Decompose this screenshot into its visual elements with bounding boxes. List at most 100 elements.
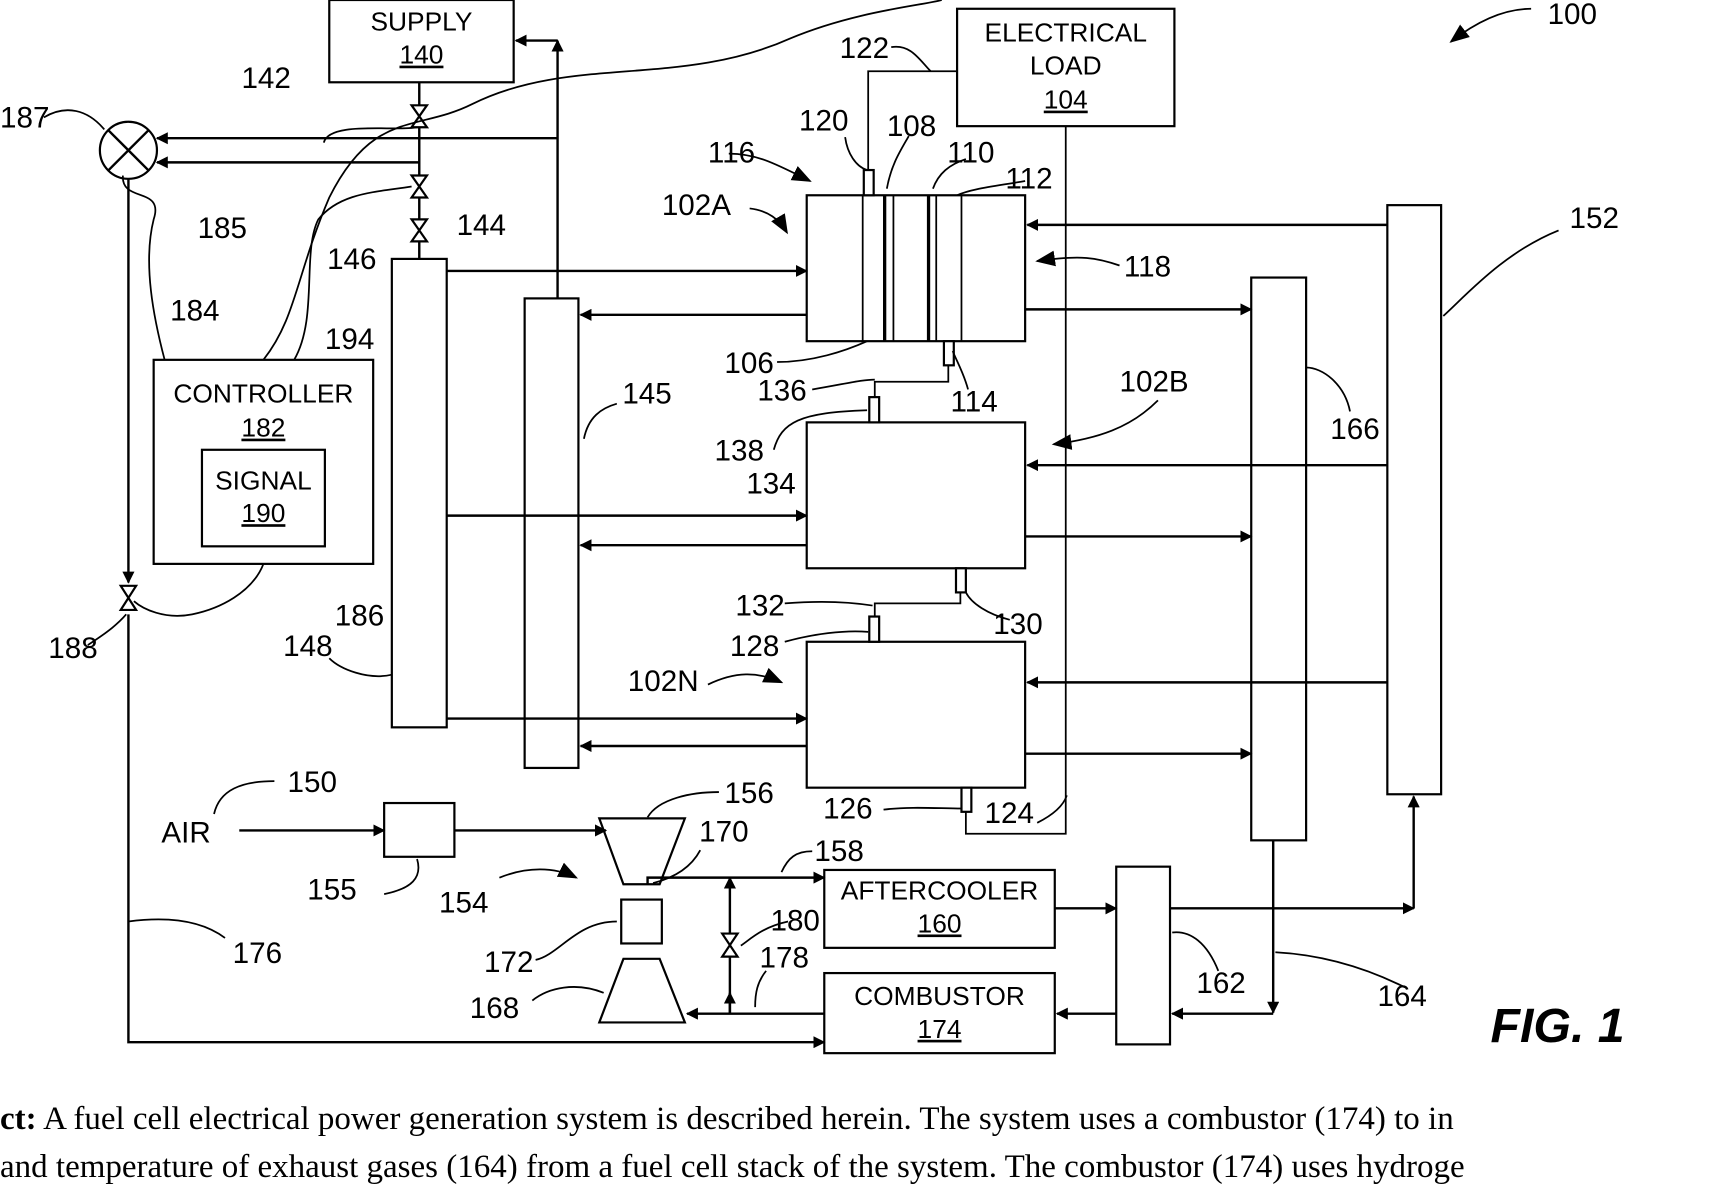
figure-title: FIG. 1 (1491, 999, 1625, 1053)
label-124: 124 (985, 797, 1034, 830)
cathode-exhaust-manifold-166 (1251, 278, 1306, 841)
valve-142 (412, 105, 427, 127)
label-172: 172 (484, 946, 533, 979)
terminal-124 (961, 788, 971, 812)
abstract-line-2-text: and temperature of exhaust gases (164) f… (0, 1149, 1465, 1185)
label-102N: 102N (628, 665, 699, 698)
label-158: 158 (814, 835, 863, 868)
label-145: 145 (622, 378, 671, 411)
fuel-cell-102N (807, 642, 1025, 788)
wire-136 (875, 365, 949, 397)
label-162: 162 (1196, 967, 1245, 1000)
label-180: 180 (770, 904, 819, 937)
label-132: 132 (735, 589, 784, 622)
label-102A: 102A (662, 189, 731, 222)
terminal-138 (869, 397, 879, 422)
fuel-cell-102A (807, 195, 1025, 341)
label-146: 146 (327, 243, 376, 276)
label-188: 188 (48, 632, 97, 665)
control-line-186 (134, 564, 264, 616)
svg-text:140: 140 (399, 40, 443, 70)
combustor-box: COMBUSTOR 174 (824, 973, 1054, 1053)
label-116: 116 (708, 136, 755, 169)
turbine-168 (599, 959, 685, 1023)
label-122: 122 (840, 32, 889, 65)
compressor-156 (599, 818, 685, 884)
label-138: 138 (715, 435, 764, 468)
label-100: 100 (1548, 0, 1597, 31)
svg-text:SIGNAL: SIGNAL (215, 465, 312, 495)
controller-box: CONTROLLER 182 SIGNAL 190 (154, 360, 374, 564)
air-manifold-152 (1387, 205, 1441, 794)
label-142: 142 (241, 62, 290, 95)
air-filter-155 (384, 803, 454, 857)
label-134: 134 (746, 468, 795, 501)
svg-text:COMBUSTOR: COMBUSTOR (854, 981, 1025, 1011)
terminal-128 (869, 617, 879, 642)
abstract-line-2: and temperature of exhaust gases (164) f… (0, 1143, 1721, 1191)
label-112: 112 (1005, 163, 1052, 196)
valve-146 (412, 219, 427, 241)
label-130: 130 (993, 608, 1042, 641)
abstract-text: ct: A fuel cell electrical power generat… (0, 1095, 1721, 1191)
anode-exhaust-manifold-145 (525, 298, 579, 768)
aftercooler-box: AFTERCOOLER 160 (824, 870, 1054, 948)
svg-text:ELECTRICAL: ELECTRICAL (985, 18, 1147, 48)
svg-text:174: 174 (918, 1014, 962, 1044)
electrical-load-box: ELECTRICAL LOAD 104 (957, 9, 1174, 126)
valve-144 (412, 176, 427, 198)
shaft-172 (621, 900, 662, 944)
terminal-130 (956, 568, 966, 592)
air-label: AIR (161, 817, 210, 850)
label-166: 166 (1330, 413, 1379, 446)
label-186: 186 (335, 599, 384, 632)
abstract-line-1: ct: A fuel cell electrical power generat… (0, 1095, 1721, 1143)
wire-132 (875, 592, 961, 616)
label-170: 170 (699, 815, 748, 848)
valve-180 (722, 934, 737, 957)
label-150: 150 (288, 766, 337, 799)
label-194: 194 (325, 323, 374, 356)
label-108: 108 (887, 110, 936, 143)
mixer-187 (100, 122, 157, 179)
label-168: 168 (470, 992, 519, 1025)
svg-text:AFTERCOOLER: AFTERCOOLER (841, 876, 1039, 906)
label-184: 184 (170, 294, 219, 327)
label-144: 144 (457, 209, 506, 242)
label-136: 136 (757, 374, 806, 407)
label-114: 114 (951, 385, 998, 418)
label-102B: 102B (1120, 366, 1189, 399)
label-187: 187 (0, 101, 49, 134)
label-164: 164 (1377, 980, 1426, 1013)
label-185: 185 (198, 212, 247, 245)
label-110: 110 (947, 136, 994, 169)
fuel-cell-102B (807, 422, 1025, 568)
svg-text:190: 190 (241, 498, 285, 528)
svg-text:SUPPLY: SUPPLY (370, 7, 472, 37)
terminal-114 (944, 341, 954, 365)
label-128: 128 (730, 630, 779, 663)
svg-text:CONTROLLER: CONTROLLER (173, 379, 353, 409)
label-148: 148 (283, 630, 332, 663)
abstract-line-1-text: A fuel cell electrical power generation … (37, 1101, 1454, 1137)
label-152: 152 (1570, 202, 1619, 235)
svg-text:160: 160 (918, 908, 962, 938)
label-154: 154 (439, 887, 488, 920)
label-118: 118 (1124, 250, 1171, 283)
svg-text:LOAD: LOAD (1030, 51, 1102, 81)
supply-box: SUPPLY 140 (329, 0, 513, 82)
terminal-120 (864, 170, 874, 195)
abstract-label: ct: (0, 1101, 37, 1137)
label-176: 176 (233, 937, 282, 970)
fuel-manifold-148 (392, 259, 447, 727)
label-126: 126 (823, 792, 872, 825)
svg-text:104: 104 (1044, 85, 1088, 115)
label-155: 155 (307, 874, 356, 907)
turbocharger-154 (599, 818, 685, 1022)
heat-exchanger-162 (1116, 867, 1170, 1045)
label-156: 156 (724, 777, 773, 810)
label-120: 120 (799, 105, 848, 138)
svg-text:182: 182 (241, 413, 285, 443)
label-178: 178 (760, 942, 809, 975)
